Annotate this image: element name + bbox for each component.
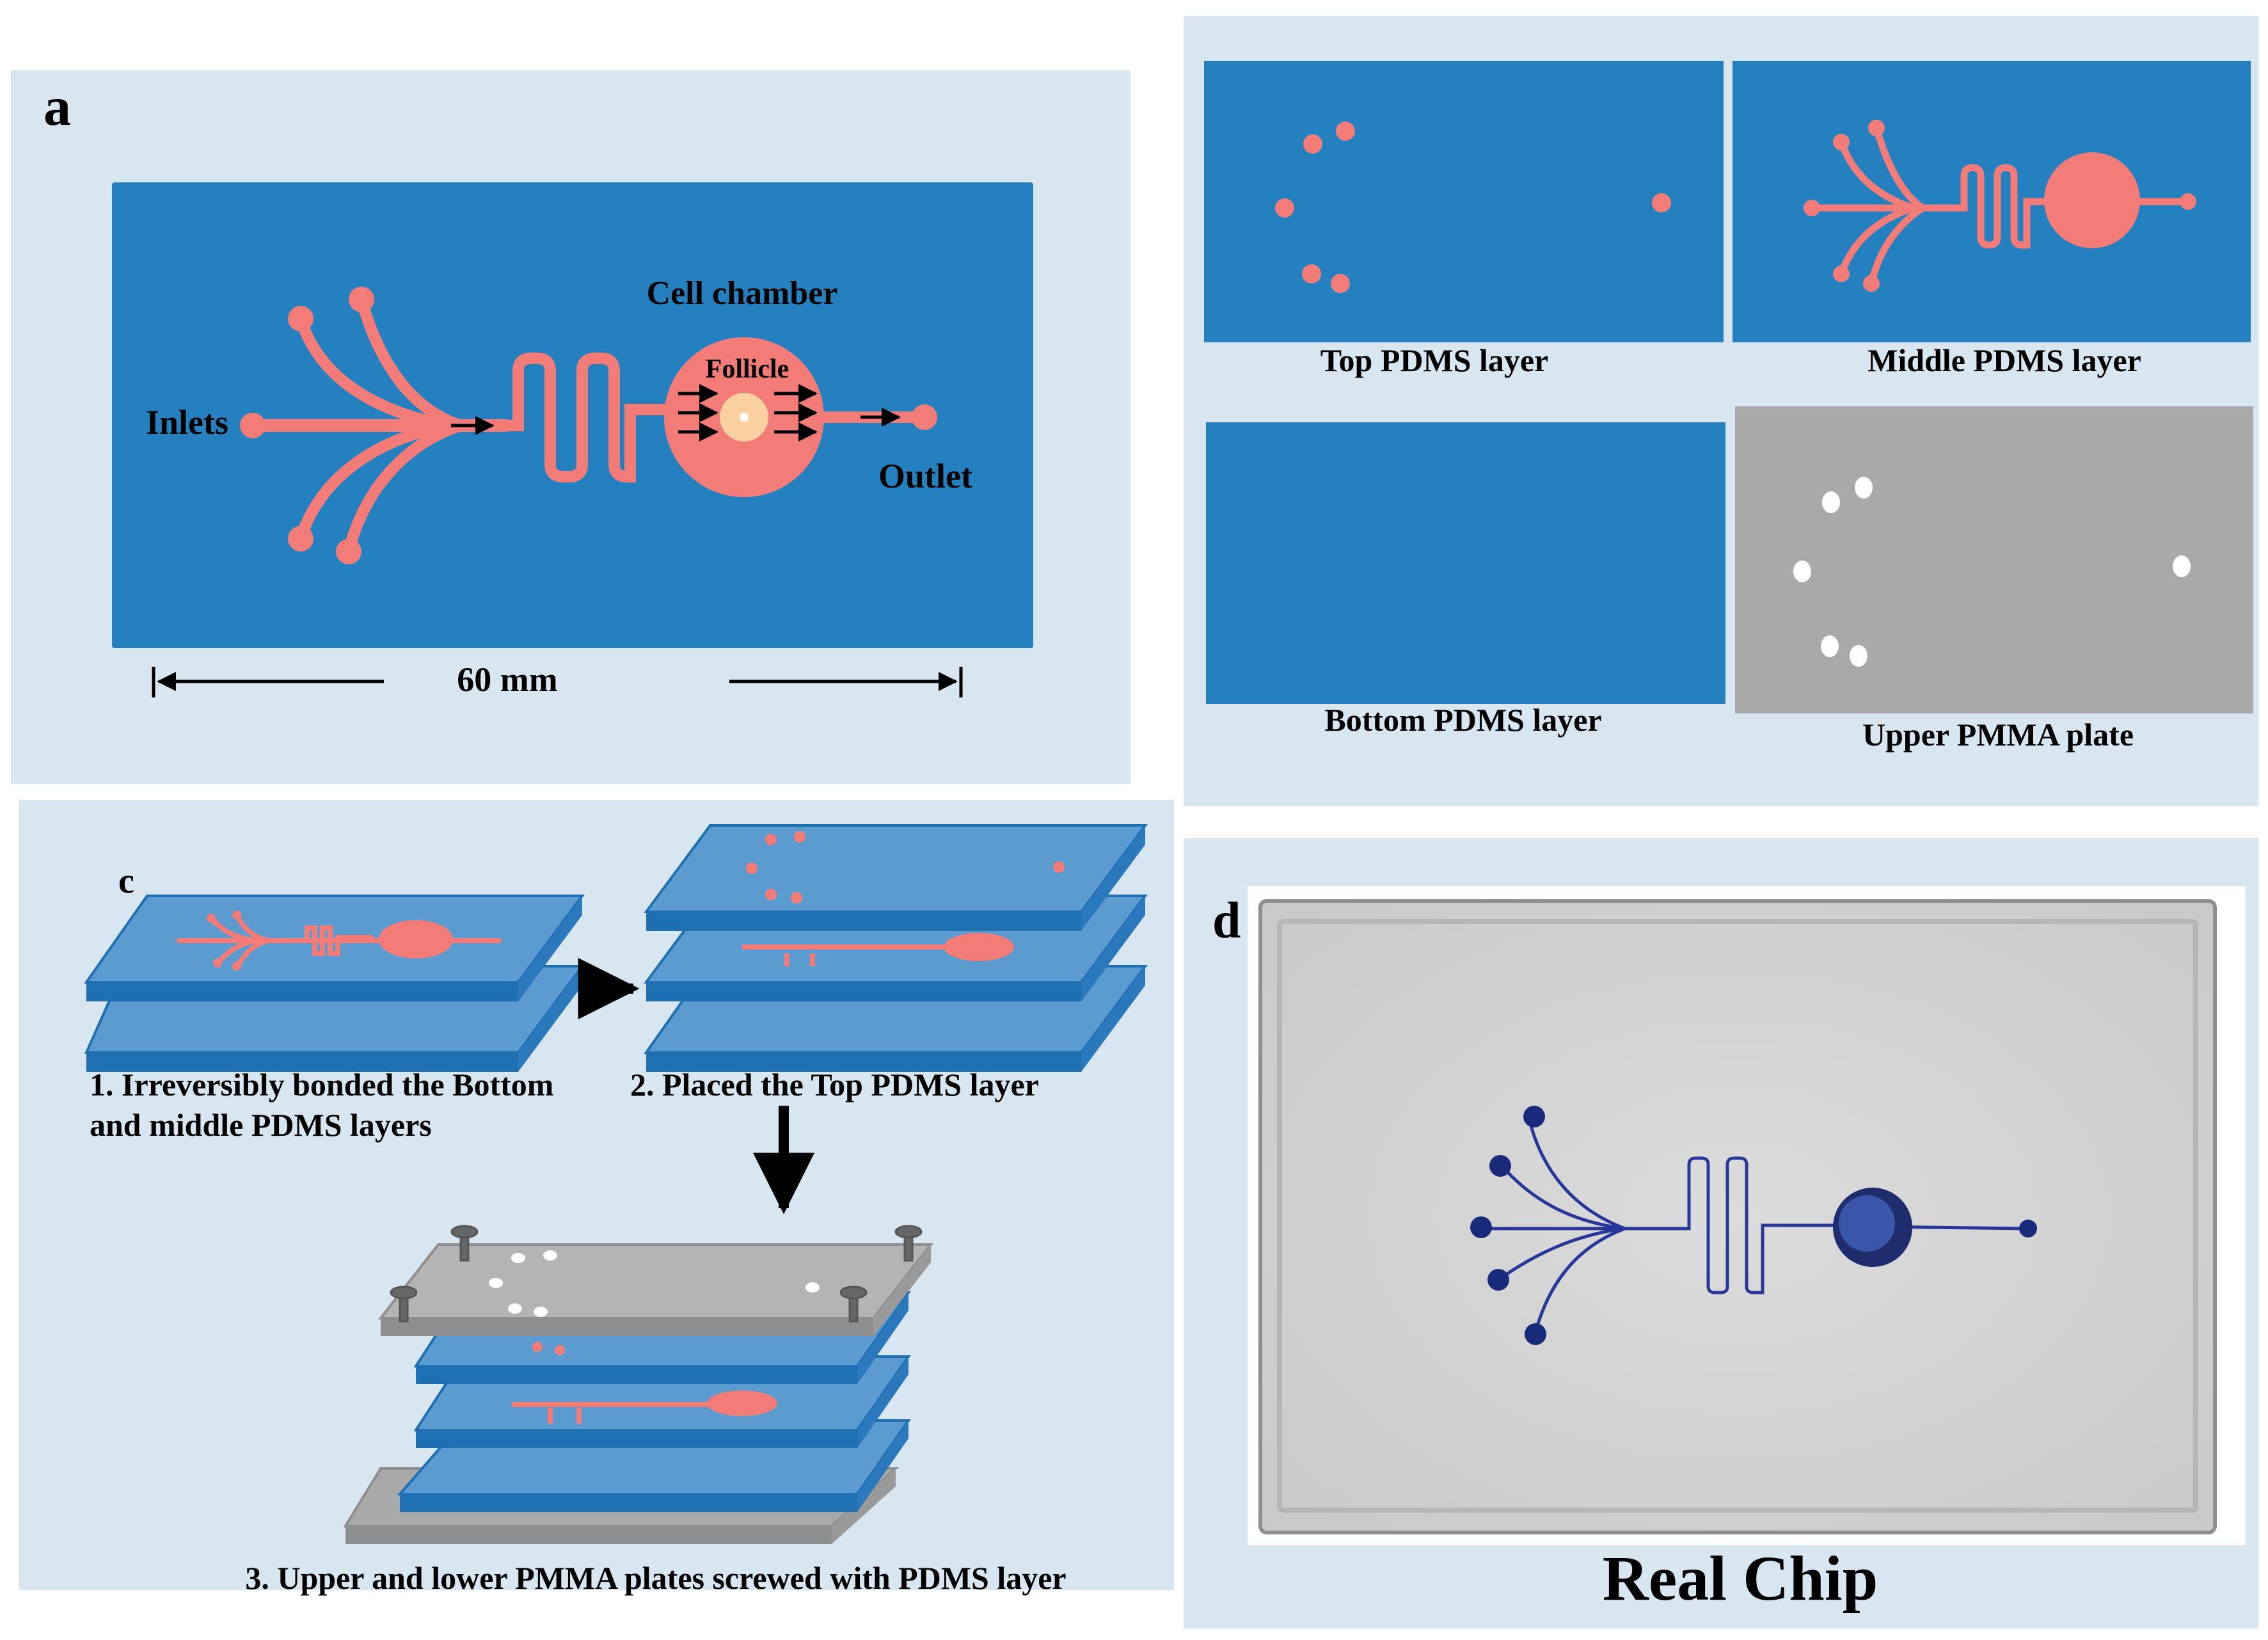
top-layer-label: Top PDMS layer [1320,342,1549,378]
middle-layer-ports [1804,120,2196,292]
real-chip-caption: Real Chip [1603,1543,1878,1614]
step1-text-line1: 1. Irreversibly bonded the Bottom [90,1067,553,1103]
photo-follicle [1839,1195,1895,1252]
panel-c: c [19,800,1174,1596]
step2-stack [644,824,1148,1072]
inlet-ports [240,287,374,564]
upper-pmma-plate [1735,406,2253,713]
outlet-label: Outlet [878,457,972,495]
inlet-port [349,287,374,312]
panel-a-letter: a [44,76,71,137]
cell-chamber-label: Cell chamber [647,275,838,312]
outlet-port [912,404,937,430]
step3-stack [343,1225,934,1544]
inlets-label: Inlets [146,403,228,442]
photo-ports [1470,1106,2037,1345]
bottom-layer-label: Bottom PDMS layer [1324,702,1601,738]
middle-layer-channels [1808,124,2192,287]
step3-text: 3. Upper and lower PMMA plates screwed w… [245,1560,1066,1596]
panel-c-letter: c [118,861,134,901]
inlet-port [240,413,266,438]
step1-text-line2: and middle PDMS layers [90,1107,432,1143]
follicle-center [740,413,749,422]
panel-b: b Top PDMS layer [1184,16,2258,806]
panel-a: a [11,70,1130,784]
flow-arrows [451,384,901,442]
scale-label: 60 mm [457,660,557,699]
panel-d: d Real Chip [1184,838,2258,1628]
scale-bar [152,667,963,697]
step2-text: 2. Placed the Top PDMS layer [630,1067,1039,1103]
bottom-pdms-layer [1206,422,1725,704]
screws [390,1225,923,1323]
chip-outline [112,182,1033,648]
chip-inner-edge [1277,919,2198,1513]
middle-layer-label: Middle PDMS layer [1868,342,2141,378]
inlet-port [336,539,361,564]
inlet-port [288,526,313,552]
inlet-port [288,306,313,331]
upper-plate-label: Upper PMMA plate [1862,717,2134,752]
panel-d-letter: d [1212,893,1241,949]
real-chip-photo [1258,899,2217,1534]
top-layer-ports [1275,122,1671,293]
pmma-holes [1793,477,2191,667]
follicle-label: Follicle [706,354,789,384]
step1-stack [84,895,585,1072]
